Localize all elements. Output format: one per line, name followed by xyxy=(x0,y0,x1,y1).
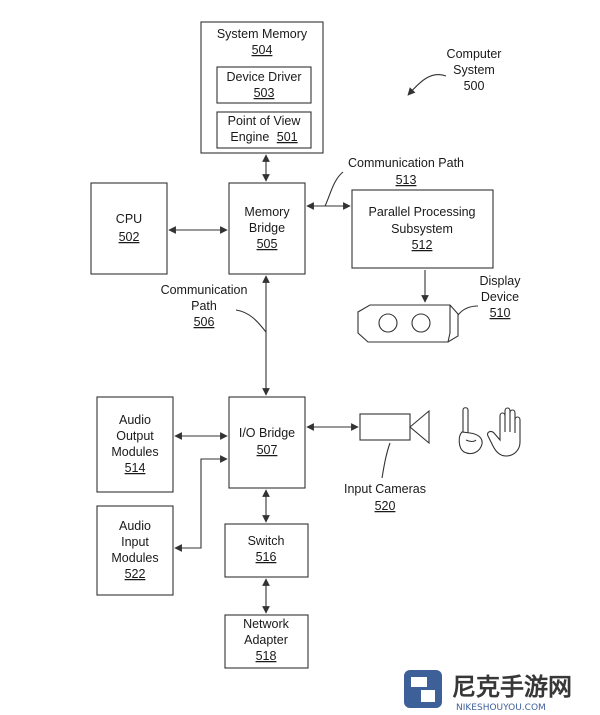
svg-text:514: 514 xyxy=(125,461,146,475)
svg-text:Point of View: Point of View xyxy=(228,114,302,128)
svg-text:Communication: Communication xyxy=(161,283,248,297)
svg-text:507: 507 xyxy=(257,443,278,457)
svg-text:520: 520 xyxy=(375,499,396,513)
cameras-leader xyxy=(381,442,391,479)
svg-text:516: 516 xyxy=(256,550,277,564)
svg-text:Input Cameras: Input Cameras xyxy=(344,482,426,496)
memory-bridge-box: Memory Bridge 505 xyxy=(228,182,306,275)
pointing-hand-icon xyxy=(458,407,483,455)
input-camera-icon xyxy=(359,409,430,445)
communication-path-506-label: Communication Path 506 xyxy=(161,283,248,329)
open-hand-icon xyxy=(487,407,521,457)
audio-output-modules-box: Audio Output Modules 514 xyxy=(96,396,174,493)
svg-text:505: 505 xyxy=(257,237,278,251)
parallel-processing-box: Parallel Processing Subsystem 512 xyxy=(351,189,494,269)
network-adapter-box: Network Adapter 518 xyxy=(224,614,309,669)
cpu-box: CPU 502 xyxy=(90,182,168,275)
svg-text:Subsystem: Subsystem xyxy=(391,222,453,236)
svg-text:Modules: Modules xyxy=(111,445,158,459)
svg-text:System: System xyxy=(453,63,495,77)
svg-text:500: 500 xyxy=(464,79,485,93)
svg-text:506: 506 xyxy=(194,315,215,329)
svg-text:Output: Output xyxy=(116,429,154,443)
svg-text:Switch: Switch xyxy=(248,534,285,548)
connector-arrows xyxy=(168,154,429,614)
svg-text:I/O Bridge: I/O Bridge xyxy=(239,426,295,440)
svg-text:Audio: Audio xyxy=(119,413,151,427)
svg-text:Network: Network xyxy=(243,617,290,631)
svg-text:510: 510 xyxy=(490,306,511,320)
audio-input-modules-box: Audio Input Modules 522 xyxy=(96,505,174,596)
display-device-headset xyxy=(357,304,459,343)
svg-text:513: 513 xyxy=(396,173,417,187)
display-leader xyxy=(457,305,479,316)
switch-box: Switch 516 xyxy=(224,523,309,578)
io-bridge-box: I/O Bridge 507 xyxy=(228,396,306,489)
svg-text:CPU: CPU xyxy=(116,212,142,226)
svg-text:Communication Path: Communication Path xyxy=(348,156,464,170)
svg-text:Adapter: Adapter xyxy=(244,633,288,647)
display-device-label: Display Device 510 xyxy=(480,274,522,320)
path-506-leader xyxy=(235,309,267,333)
point-of-view-engine-box: Point of View Engine 501 xyxy=(216,111,312,149)
svg-text:Audio: Audio xyxy=(119,519,151,533)
svg-text:522: 522 xyxy=(125,567,146,581)
svg-text:512: 512 xyxy=(412,238,433,252)
svg-text:Path: Path xyxy=(191,299,217,313)
site-watermark: 尼克手游网 NIKESHOUYOU.COM xyxy=(404,670,572,713)
path-513-leader xyxy=(324,171,344,207)
svg-text:504: 504 xyxy=(252,43,273,57)
svg-text:Computer: Computer xyxy=(447,47,502,61)
svg-text:Device: Device xyxy=(481,290,519,304)
svg-text:Modules: Modules xyxy=(111,551,158,565)
svg-text:Display: Display xyxy=(480,274,522,288)
communication-path-513-label: Communication Path 513 xyxy=(348,156,464,187)
input-cameras-label: Input Cameras 520 xyxy=(344,482,426,513)
watermark-text: 尼克手游网 xyxy=(452,673,572,701)
svg-text:Bridge: Bridge xyxy=(249,221,285,235)
system-pointer-arrow xyxy=(407,74,447,96)
watermark-subtext: NIKESHOUYOU.COM xyxy=(456,703,546,713)
svg-text:Device Driver: Device Driver xyxy=(226,70,301,84)
svg-text:503: 503 xyxy=(254,86,275,100)
watermark-logo-icon xyxy=(404,670,442,708)
svg-text:System Memory: System Memory xyxy=(217,27,308,41)
computer-system-label: Computer System 500 xyxy=(447,47,502,93)
audio-in-to-io-arrow xyxy=(174,455,228,552)
svg-text:518: 518 xyxy=(256,649,277,663)
svg-text:Parallel Processing: Parallel Processing xyxy=(369,205,476,219)
svg-text:Memory: Memory xyxy=(244,205,290,219)
svg-text:Engine 501: Engine 501 xyxy=(230,130,297,144)
svg-text:Input: Input xyxy=(121,535,149,549)
device-driver-box: Device Driver 503 xyxy=(216,66,312,104)
svg-text:502: 502 xyxy=(119,230,140,244)
